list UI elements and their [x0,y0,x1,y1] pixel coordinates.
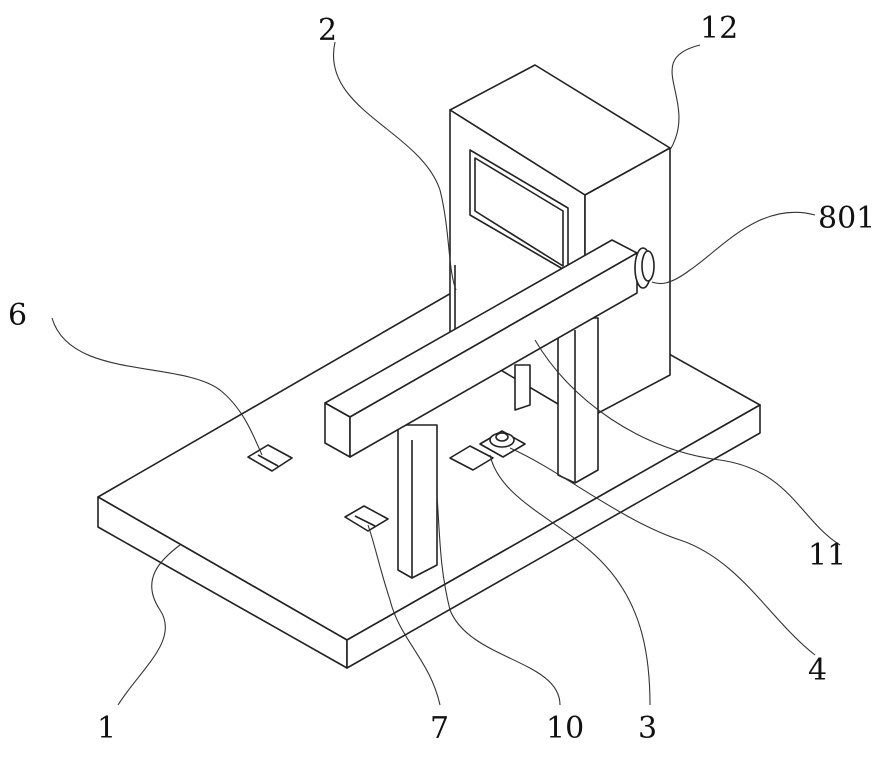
slot-6 [247,444,293,472]
knob-3-4 [449,430,526,471]
front-post [397,424,438,579]
label-1: 1 [97,711,116,746]
label-3: 3 [638,711,657,746]
label-7: 7 [430,711,449,746]
reference-numerals: 2 12 801 6 11 4 3 10 7 1 [8,11,875,746]
label-12: 12 [700,11,738,46]
fitting-801 [634,247,655,289]
label-801: 801 [818,201,875,236]
label-2: 2 [318,13,337,48]
label-11: 11 [808,538,846,573]
beam [324,239,638,458]
leader-lines [51,41,841,706]
label-10: 10 [546,711,584,746]
label-6: 6 [8,298,27,333]
label-4: 4 [808,653,827,688]
slot-7 [344,505,389,532]
